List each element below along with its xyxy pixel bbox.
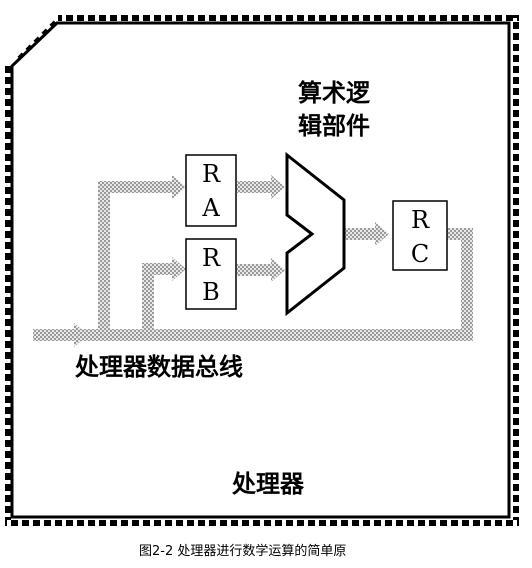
path-arrowheads xyxy=(74,175,389,347)
register-rb: R B xyxy=(185,238,237,310)
alu-label-line1: 算术逻 xyxy=(298,79,371,107)
alu-label-line2: 辑部件 xyxy=(298,112,370,140)
register-rc-letter1: R xyxy=(411,206,430,234)
figure-caption: 图2-2 处理器进行数学运算的简单原 xyxy=(139,543,346,559)
register-ra-letter2: A xyxy=(201,194,220,222)
processor-label: 处理器 xyxy=(231,470,305,498)
bus-label: 处理器数据总线 xyxy=(74,353,243,381)
register-rc: R C xyxy=(392,200,448,271)
register-rc-letter2: C xyxy=(411,240,429,268)
alu-shape xyxy=(285,151,346,317)
register-ra-letter1: R xyxy=(202,160,221,188)
data-paths xyxy=(33,181,473,341)
register-rb-letter2: B xyxy=(202,278,220,306)
register-rb-letter1: R xyxy=(202,244,221,272)
register-ra: R A xyxy=(185,154,237,227)
